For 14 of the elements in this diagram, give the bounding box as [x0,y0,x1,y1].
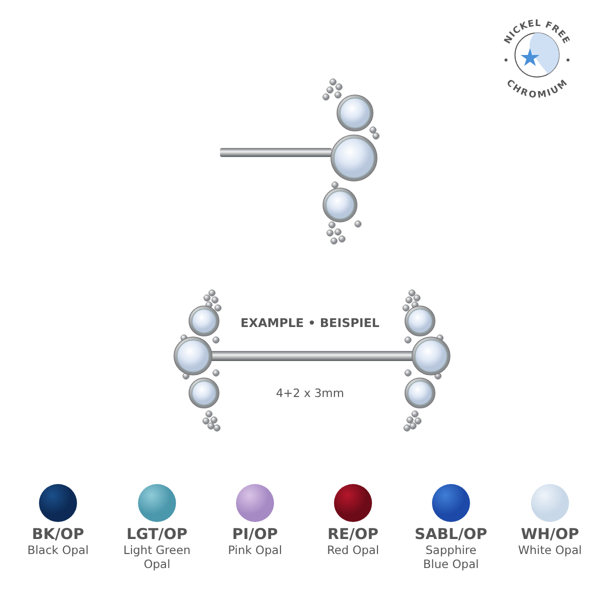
color-name: Light Green Opal [122,543,192,571]
color-code: WH/OP [520,525,580,543]
color-code: PI/OP [231,525,279,543]
color-code: BK/OP [30,525,86,543]
color-name: Sapphire Blue Opal [422,543,480,571]
color-name: Black Opal [26,543,90,557]
color-name: Red Opal [326,543,380,557]
color-code: LGT/OP [125,525,189,543]
color-code: RE/OP [326,525,380,543]
color-name: White Opal [517,543,583,557]
color-code: SABL/OP [414,525,488,543]
color-name: Pink Opal [226,543,284,557]
size-label: 4+2 x 3mm [276,386,344,400]
example-caption: EXAMPLE • BEISPIEL [240,316,380,330]
